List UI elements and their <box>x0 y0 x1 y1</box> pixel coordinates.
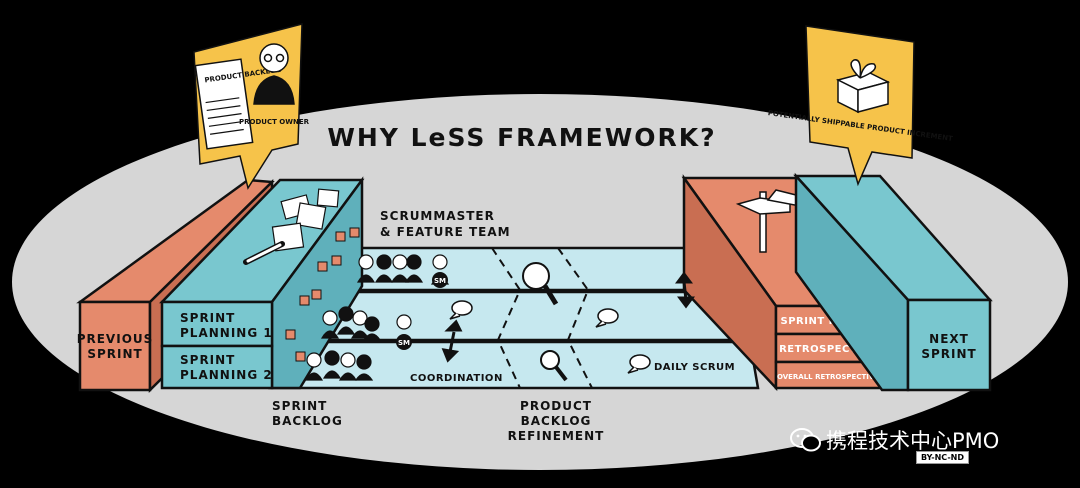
next-sprint-label-line2: SPRINT <box>921 347 976 361</box>
coordination-label: COORDINATION <box>410 373 503 384</box>
sprint-backlog-line2: BACKLOG <box>272 414 343 428</box>
sprint-backlog-line1: SPRINT <box>272 399 327 413</box>
sprint-planning-2-line1: SPRINT <box>180 353 235 367</box>
previous-sprint-label-line1: PREVIOUS <box>77 332 154 346</box>
team-label-line2: & FEATURE TEAM <box>380 225 511 239</box>
next-sprint-label-line1: NEXT <box>929 332 969 346</box>
diagram-title: WHY LeSS FRAMEWORK? <box>327 123 716 152</box>
overall-retrospective-label: OVERALL RETROSPECTIVE <box>777 373 879 381</box>
watermark: 携程技术中心PMO BY-NC-ND <box>784 423 1054 479</box>
license-badge: BY-NC-ND <box>916 451 969 464</box>
daily-scrum-label: DAILY SCRUM <box>654 362 735 373</box>
sprint-planning-1-line2: PLANNING 1 <box>180 326 273 340</box>
sprint-planning-1-line1: SPRINT <box>180 311 235 325</box>
sm-badge-2-text: SM <box>398 339 410 347</box>
team-label-line1: SCRUMMASTER <box>380 209 495 223</box>
sprint-planning-2-line2: PLANNING 2 <box>180 368 273 382</box>
watermark-text: 携程技术中心PMO <box>826 425 999 455</box>
wechat-icon <box>790 427 822 453</box>
product-owner-label: PRODUCT OWNER <box>239 118 310 126</box>
pbr-line2: BACKLOG <box>521 414 592 428</box>
pbr-line1: PRODUCT <box>520 399 592 413</box>
pbr-line3: REFINEMENT <box>508 429 605 443</box>
previous-sprint-label-line2: SPRINT <box>87 347 142 361</box>
sm-badge-1-text: SM <box>434 277 446 285</box>
